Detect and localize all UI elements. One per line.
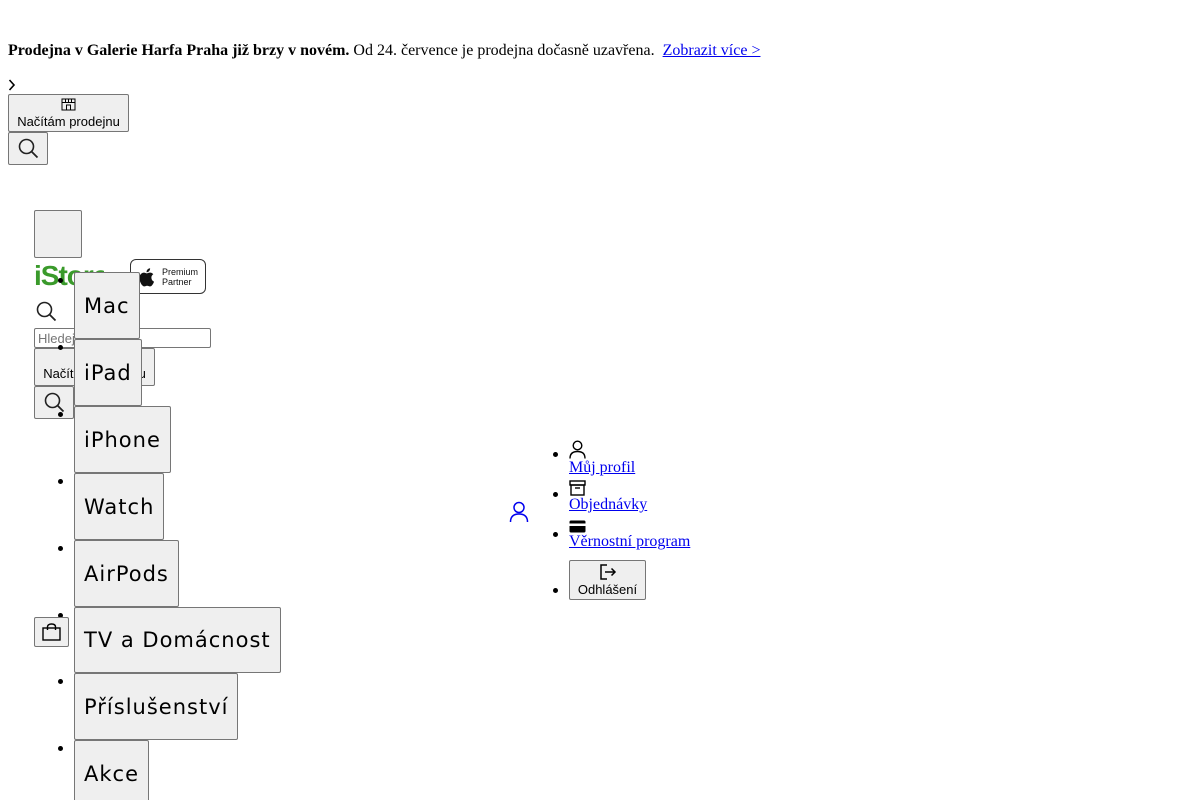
user-menu-item: Můj profil bbox=[552, 440, 690, 480]
user-account-link[interactable] bbox=[509, 501, 529, 523]
store-select-button[interactable]: Načítám prodejnu bbox=[8, 94, 129, 132]
user-menu-item: Odhlášení bbox=[552, 560, 690, 600]
user-menu: Můj profil Objednávky Věrnostní program … bbox=[552, 440, 690, 600]
nav-watch-button[interactable]: Watch bbox=[74, 473, 165, 540]
nav-ipad-button[interactable]: iPad bbox=[74, 339, 142, 406]
apple-logo-icon bbox=[139, 267, 156, 287]
search-button[interactable] bbox=[8, 132, 48, 165]
profile-label: Můj profil bbox=[569, 459, 636, 476]
nav-airpods-button[interactable]: AirPods bbox=[74, 540, 179, 607]
category-nav: Mac iPad iPhone Watch AirPods TV a Domác… bbox=[58, 272, 281, 800]
search-icon bbox=[18, 138, 39, 159]
category-nav-item: Akce bbox=[58, 740, 281, 800]
nav-iphone-button[interactable]: iPhone bbox=[74, 406, 171, 473]
profile-link[interactable]: Můj profil bbox=[569, 440, 690, 477]
nav-mac-button[interactable]: Mac bbox=[74, 272, 140, 339]
loyalty-label: Věrnostní program bbox=[569, 533, 691, 550]
logout-label: Odhlášení bbox=[577, 581, 638, 597]
category-nav-item: iPad bbox=[58, 339, 281, 406]
category-nav-item: Watch bbox=[58, 473, 281, 540]
announcement-more-link[interactable]: Zobrazit více > bbox=[662, 42, 761, 59]
cart-button[interactable] bbox=[34, 617, 69, 647]
nav-tv-home-button[interactable]: TV a Domácnost bbox=[74, 607, 281, 673]
chevron-right-icon[interactable] bbox=[8, 79, 16, 91]
loyalty-link[interactable]: Věrnostní program bbox=[569, 520, 690, 551]
announcement-bar: Prodejna v Galerie Harfa Praha již brzy … bbox=[8, 41, 760, 61]
partner-line1: Premium bbox=[162, 266, 199, 277]
nav-sale-button[interactable]: Akce bbox=[74, 740, 149, 800]
user-icon bbox=[509, 501, 529, 523]
user-icon bbox=[569, 440, 690, 459]
user-menu-item: Objednávky bbox=[552, 480, 690, 520]
store-icon bbox=[61, 98, 76, 111]
partner-line2: Partner bbox=[162, 276, 192, 287]
store-select-label: Načítám prodejnu bbox=[17, 113, 120, 129]
partner-text: Premium Partner bbox=[162, 267, 198, 287]
search-submit-button[interactable] bbox=[34, 386, 74, 419]
category-nav-item: Příslušenství bbox=[58, 673, 281, 740]
logout-button[interactable]: Odhlášení bbox=[569, 560, 646, 600]
search-icon bbox=[36, 301, 57, 322]
orders-label: Objednávky bbox=[569, 496, 648, 513]
user-menu-item: Věrnostní program bbox=[552, 520, 690, 560]
announcement-title: Prodejna v Galerie Harfa Praha již brzy … bbox=[8, 42, 350, 59]
box-icon bbox=[569, 480, 690, 496]
orders-link[interactable]: Objednávky bbox=[569, 480, 690, 514]
logout-icon bbox=[599, 563, 617, 580]
search-icon bbox=[44, 392, 65, 413]
category-nav-item: AirPods bbox=[58, 540, 281, 607]
announcement-text: Od 24. července je prodejna dočasně uzav… bbox=[353, 42, 655, 59]
menu-toggle-button[interactable] bbox=[34, 210, 82, 258]
category-nav-item: TV a Domácnost bbox=[58, 607, 281, 673]
card-icon bbox=[569, 520, 690, 533]
nav-accessories-button[interactable]: Příslušenství bbox=[74, 673, 239, 740]
category-nav-item: Mac bbox=[58, 272, 281, 339]
shopping-bag-icon bbox=[42, 623, 61, 641]
category-nav-item: iPhone bbox=[58, 406, 281, 473]
